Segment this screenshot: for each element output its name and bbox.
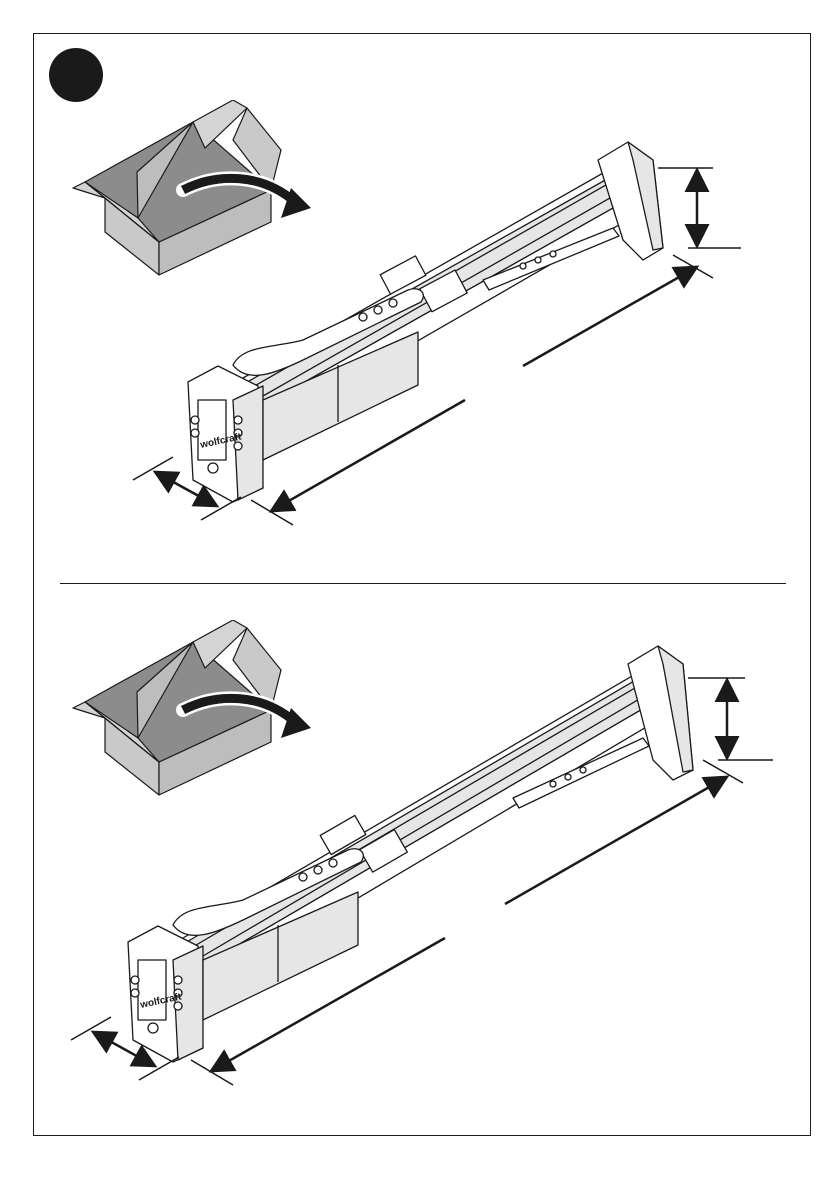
section-divider [60, 583, 786, 584]
step-marker-icon [49, 48, 103, 102]
panel-extended-length: wolfcraft [33, 620, 811, 1100]
panel-standard-length: wolfcraft [33, 100, 811, 540]
height-dimension-arrow-icon [658, 168, 741, 248]
height-dimension-arrow-icon [688, 678, 773, 760]
panel-illustration: wolfcraft [33, 100, 811, 540]
panel-illustration: wolfcraft [33, 620, 811, 1100]
